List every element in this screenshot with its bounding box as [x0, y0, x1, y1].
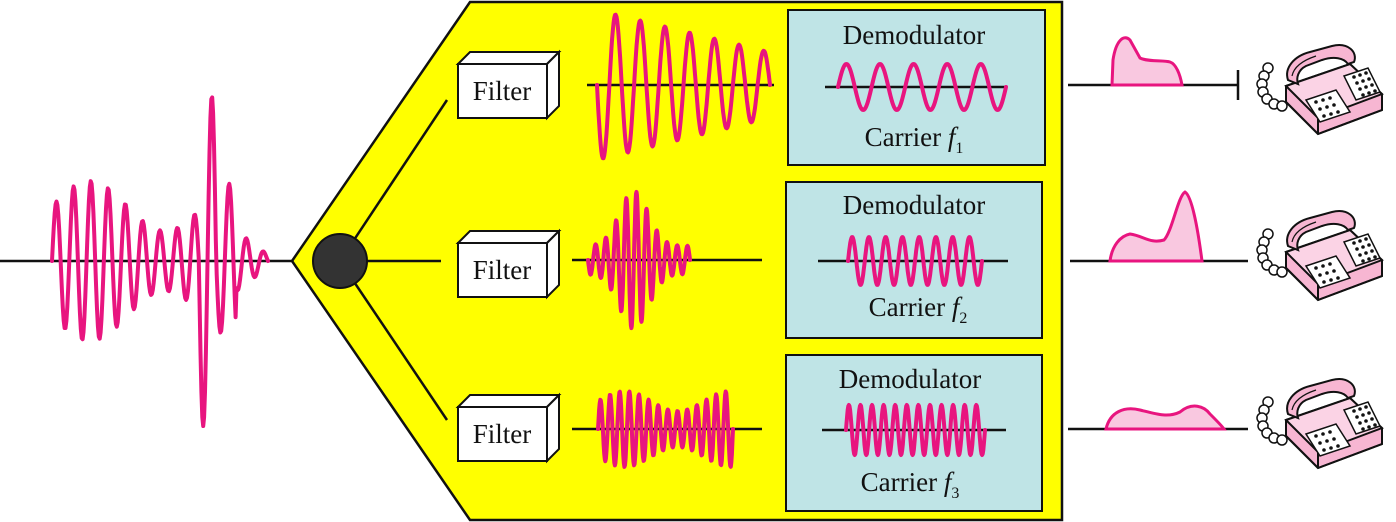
- splitter-node: [312, 233, 368, 289]
- telephone-icon: [1256, 44, 1383, 135]
- filtered-signal-1: [595, 12, 772, 161]
- telephone-icon: [1256, 210, 1383, 301]
- demodulator-label: Demodulator: [843, 190, 985, 220]
- channel-3: Filter Demodulator Carrier f3: [455, 354, 1383, 512]
- channel-2: Filter Demodulator Carrier f2: [455, 181, 1383, 339]
- carrier-wave-1: [836, 62, 1008, 112]
- filter-box: Filter: [455, 228, 562, 300]
- recovered-signal-3: [1104, 404, 1227, 431]
- carrier-label: Carrier f2: [869, 292, 968, 327]
- recovered-signal-2: [1108, 190, 1204, 263]
- carrier-wave-3: [844, 403, 987, 457]
- telephone-icon: [1256, 378, 1383, 469]
- filtered-signal-3: [596, 389, 735, 469]
- carrier-label: Carrier f1: [865, 122, 964, 157]
- filter-label: Filter: [473, 255, 532, 285]
- composite-input-signal: [50, 95, 270, 428]
- carrier-wave-2: [846, 235, 984, 287]
- filter-label: Filter: [473, 419, 532, 449]
- filter-box: Filter: [455, 392, 562, 464]
- filtered-signal-2: [586, 189, 692, 331]
- branch-line-1: [338, 99, 449, 262]
- demodulator-label: Demodulator: [843, 20, 985, 50]
- channel-1: Filter Demodulator Carrier f1: [455, 9, 1383, 166]
- demodulator-label: Demodulator: [839, 364, 981, 394]
- carrier-label: Carrier f3: [861, 467, 960, 502]
- filter-box: Filter: [455, 49, 562, 121]
- filter-label: Filter: [473, 76, 532, 106]
- recovered-signal-1: [1110, 36, 1184, 87]
- branch-line-3: [338, 260, 449, 421]
